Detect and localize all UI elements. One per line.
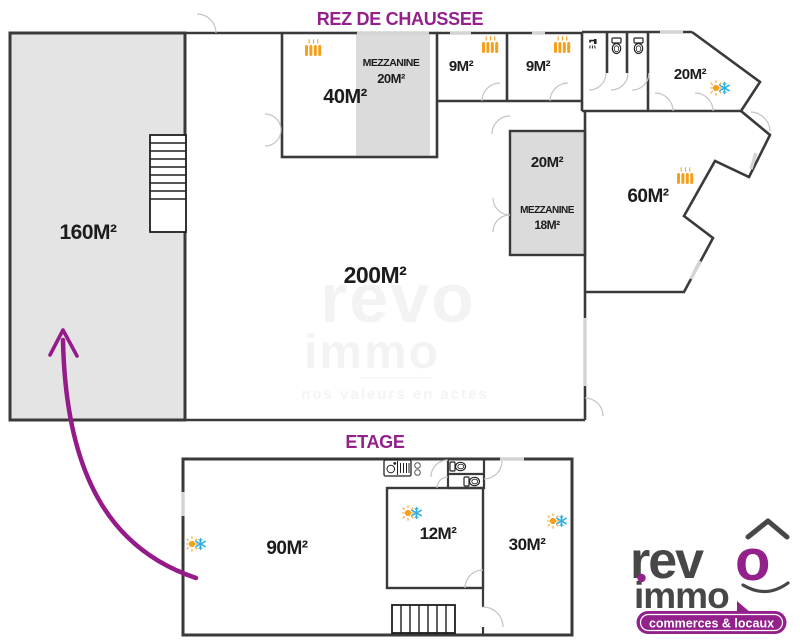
- kitchen-sink-icon: [383, 459, 412, 477]
- curved-arrow: [48, 328, 199, 581]
- watermark-tagline: nos valeurs en actes: [301, 386, 489, 403]
- room-200-label: 200M²: [344, 262, 408, 288]
- heat-pump-icon: [709, 80, 730, 96]
- radiator-icon: [481, 35, 499, 54]
- logo-badge: [636, 611, 787, 634]
- toilet-icon: [611, 37, 622, 55]
- logo-immo: immo: [634, 575, 729, 616]
- mezzanine-40-label: MEZZANINE: [363, 57, 420, 69]
- mezzanine-box-sub: 18M²: [534, 218, 560, 232]
- room-9a-label: 9M²: [449, 58, 474, 75]
- room-160-label: 160M²: [59, 221, 117, 244]
- radiator-icon: [676, 166, 694, 185]
- hob-icon: [414, 462, 421, 476]
- logo-i-dot: [637, 573, 646, 583]
- radiator-icon: [553, 35, 571, 54]
- mezzanine-box-label: MEZZANINE: [520, 205, 575, 216]
- mezzanine-40-strip: [356, 34, 430, 156]
- mezzanine-40-area: 20M²: [377, 71, 406, 86]
- room-40-label: 40M²: [323, 86, 367, 108]
- room-12-label: 12M²: [420, 524, 458, 543]
- room-60-label: 60M²: [627, 186, 668, 207]
- etage-outline: [181, 457, 574, 637]
- room-90-label: 90M²: [266, 538, 307, 559]
- rdc-title: REZ DE CHAUSSEE: [317, 9, 484, 29]
- arrow-shaft: [60, 337, 199, 581]
- toilet-icon: [463, 476, 481, 487]
- bubble-tail: [737, 601, 751, 613]
- room-30-label: 30M²: [509, 535, 547, 554]
- room-9b-label: 9M²: [526, 58, 551, 75]
- watermark-word2: immo: [304, 326, 440, 379]
- etage-staircase: [391, 604, 456, 634]
- rdc-staircase: [149, 134, 187, 233]
- mezzanine-box-outline: [508, 129, 587, 257]
- brand-logo: rev o immo commerces & locaux: [630, 518, 790, 634]
- rdc-walls: [10, 30, 772, 422]
- logo-badge-text: commerces & locaux: [649, 617, 774, 631]
- etage-title: ETAGE: [345, 432, 404, 452]
- toilet-icon: [633, 37, 644, 55]
- rdc-door-arcs: [196, 13, 771, 417]
- room-20-topright-label: 20M²: [674, 66, 707, 83]
- toilet-icon: [449, 461, 467, 472]
- room-12-outline: [385, 486, 485, 590]
- etage-walls: [446, 459, 486, 635]
- etage-plan: ETAGE 90M² 12M² 30M²: [181, 432, 574, 637]
- etage-door-arcs: [430, 459, 504, 628]
- logo-o: o: [735, 528, 770, 593]
- rdc-plan: REZ DE CHAUSSEE 160M² 40M² MEZZANINE 20M…: [8, 9, 772, 422]
- arrow-head: [48, 328, 79, 358]
- logo-badge-outline: [639, 613, 784, 632]
- mezzanine-box-area: 20M²: [531, 154, 564, 171]
- rdc-windows: [357, 30, 758, 386]
- shower-tap-icon: [588, 38, 598, 50]
- etage-windows: [181, 457, 524, 516]
- logo-swoosh: [741, 581, 790, 594]
- roof-icon: [745, 518, 790, 540]
